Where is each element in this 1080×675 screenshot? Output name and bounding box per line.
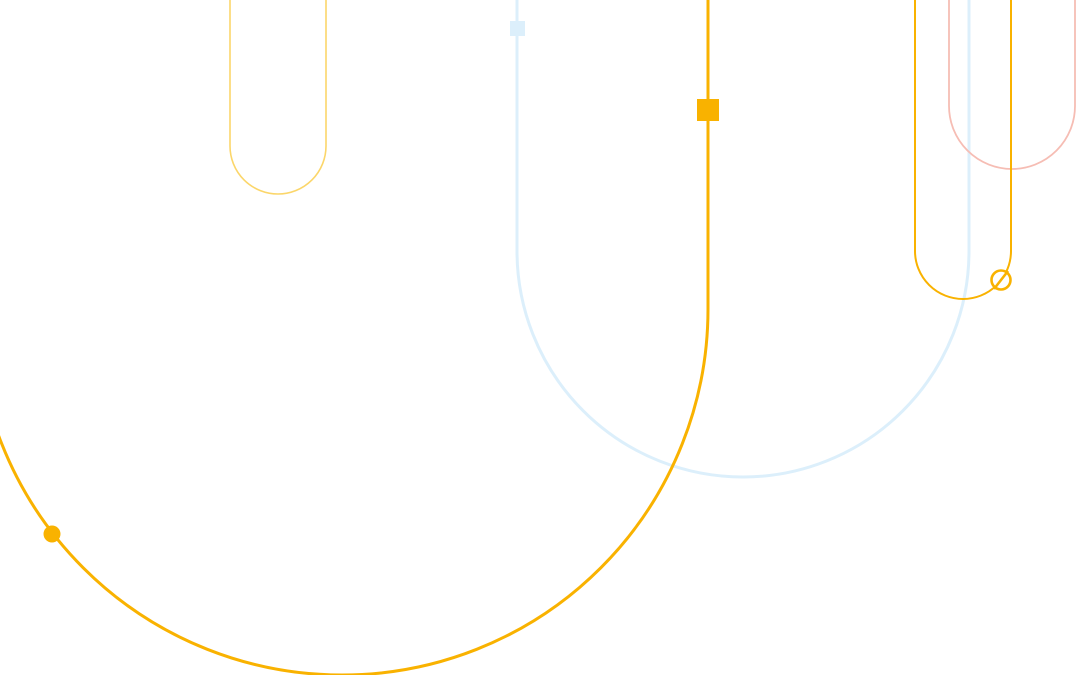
amber-null-ring-marker: [990, 269, 1012, 291]
large-amber-u-arc: [0, 0, 710, 675]
sky-blue-wide-u: [515, 0, 971, 479]
light-amber-narrow-u: [229, 0, 327, 195]
amber-square-marker: [697, 99, 719, 121]
amber-narrow-u: [914, 0, 1012, 300]
sky-square-marker: [510, 21, 525, 36]
amber-dot-marker: [43, 525, 61, 543]
